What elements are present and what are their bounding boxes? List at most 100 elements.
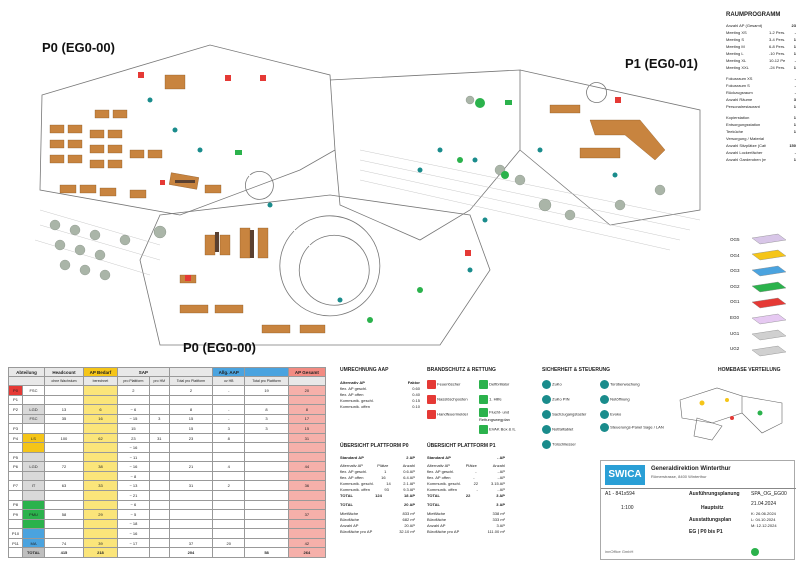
cell-a: FSC <box>21 385 46 396</box>
cell-a: LS <box>21 432 46 444</box>
cell-bed: 16 <box>82 413 118 425</box>
room-booking-icon <box>600 410 609 419</box>
ap-subheader-cell <box>287 376 327 386</box>
first-aid-icon <box>479 395 488 404</box>
cell-s3: 204 <box>168 547 214 558</box>
cell-g1: 8 <box>212 432 246 444</box>
cell-g1: 3 <box>212 423 246 434</box>
cell-p <box>8 470 23 482</box>
button-icon <box>542 410 551 419</box>
cell-tot: 44 <box>287 461 327 472</box>
cell-g1 <box>212 528 246 539</box>
legend-evoko: Evoko <box>600 410 621 419</box>
cell-s3: 21 <box>168 461 214 472</box>
cell-p <box>8 518 23 530</box>
legend-zuko-pin: ZuKo PIN <box>542 395 569 404</box>
umrechnung-head: Alternativ AP Faktor <box>340 380 420 386</box>
cell-s2 <box>148 537 170 549</box>
plan-date: 21.04.2024 <box>751 501 777 507</box>
cell-bed <box>82 442 118 453</box>
cell-s3 <box>168 499 214 511</box>
cell-bed: 39 <box>82 537 118 549</box>
ap-header-cell: Abteilung <box>7 367 46 377</box>
cell-g1 <box>212 509 246 520</box>
cell-s1: 15 <box>116 423 150 434</box>
legend-feuerloescher: Feuerlöscher <box>427 380 460 389</box>
stack-graphic <box>751 233 787 357</box>
cell-s2 <box>148 385 170 396</box>
ap-header-cell <box>168 367 214 377</box>
cell-s1: ~ 5 <box>116 509 150 520</box>
scale: 1:100 <box>621 505 634 511</box>
cell-s1: ~ 6 <box>116 499 150 511</box>
ap-subheader-cell: Total pro Plattform <box>244 376 289 386</box>
umrechnung-title: UMRECHNUNG AAP <box>340 367 389 373</box>
cell-s3: 23 <box>168 432 214 444</box>
legend-notfalltablet: Notfalltablet <box>542 425 573 434</box>
umrechnung-row: flex. AP geschl.0.60 <box>340 386 420 391</box>
cell-s3: 15 <box>168 413 214 425</box>
pin-pad-icon <box>542 395 551 404</box>
raum-row: Meeting L-10 Pers.1 <box>726 51 796 56</box>
brandschutz-title: BRANDSCHUTZ & RETTUNG <box>427 367 496 373</box>
phase: Ausführungsplanung <box>689 491 740 497</box>
cell-s3 <box>168 394 214 406</box>
stack-label: EG0 <box>730 314 740 320</box>
cell-a <box>21 528 46 539</box>
cell-s2 <box>148 528 170 539</box>
table-row: P10~ 16 <box>8 528 327 539</box>
cell-s1: ~ 6 <box>116 404 150 415</box>
cell-p <box>8 413 23 425</box>
cell-tot <box>287 442 327 453</box>
cell-p: P0 <box>8 385 23 396</box>
cell-hc: 63 <box>44 480 84 491</box>
ap-header-cell: Headcount <box>44 367 84 377</box>
raum-row: Anzahl Sitzplätze (Cafeteria / Coffeepoi… <box>726 143 796 148</box>
cell-g2 <box>244 432 289 444</box>
cell-tot <box>287 499 327 511</box>
raum-row: Versorgung / Material <box>726 136 765 141</box>
floor-plan <box>34 44 701 346</box>
cell-g2: 8 <box>244 404 289 415</box>
cell-hc <box>44 451 84 463</box>
cell-hc: 74 <box>44 537 84 549</box>
cell-g2 <box>244 490 289 501</box>
cell-bed <box>82 499 118 511</box>
cell-p: P8 <box>8 499 23 511</box>
plan-type: Ausstattungsplan <box>689 517 732 523</box>
cell-g1 <box>212 394 246 406</box>
ap-header-cell: AP Gesamt <box>287 367 327 377</box>
stack-label: OG3 <box>730 268 740 274</box>
cell-bed: 62 <box>82 432 118 444</box>
cell-g2 <box>244 499 289 511</box>
sicherheit-legend: ZuKo ZuKo PIN Sachzugangstaster Notfallt… <box>542 378 672 458</box>
cell-s1: ~ 17 <box>116 537 150 549</box>
revision-item: M: 12.12.2024 <box>751 523 777 528</box>
cell-g1: - <box>212 404 246 415</box>
cell-hc <box>44 442 84 453</box>
ap-header-cell: Allg. AAP <box>212 367 246 377</box>
cell-tot <box>287 470 327 482</box>
cell-g2 <box>244 528 289 539</box>
cell-tot: 17 <box>287 413 327 425</box>
cell-tot: 31 <box>287 432 327 444</box>
cell-s1 <box>116 394 150 406</box>
legend-sachzugangstaster: Sachzugangstaster <box>542 410 586 419</box>
brandschutz-legend: Feuerlöscher Nasslöschposten Handfeuerme… <box>427 378 532 448</box>
